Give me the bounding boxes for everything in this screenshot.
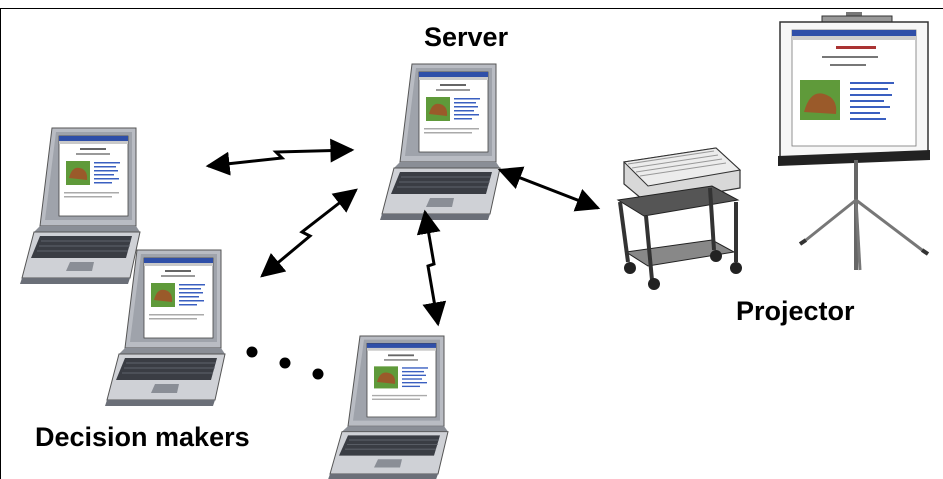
projector [616, 147, 742, 290]
server-laptop [379, 63, 501, 221]
decision-maker-laptop-1 [19, 127, 141, 285]
ellipsis-dots [246, 346, 324, 380]
server-label: Server [424, 22, 509, 52]
wireless-link-arrow-3 [416, 209, 447, 327]
frame-top-border [0, 8, 943, 9]
projection-screen [778, 12, 930, 271]
wireless-link-arrow-1 [205, 138, 355, 176]
projector-link-arrow [497, 166, 601, 212]
wireless-link-arrow-2 [260, 188, 358, 278]
frame-left-border [0, 8, 1, 479]
decision-makers-label: Decision makers [35, 422, 250, 452]
projector-label: Projector [736, 296, 855, 326]
decision-maker-laptop-3 [327, 335, 449, 479]
